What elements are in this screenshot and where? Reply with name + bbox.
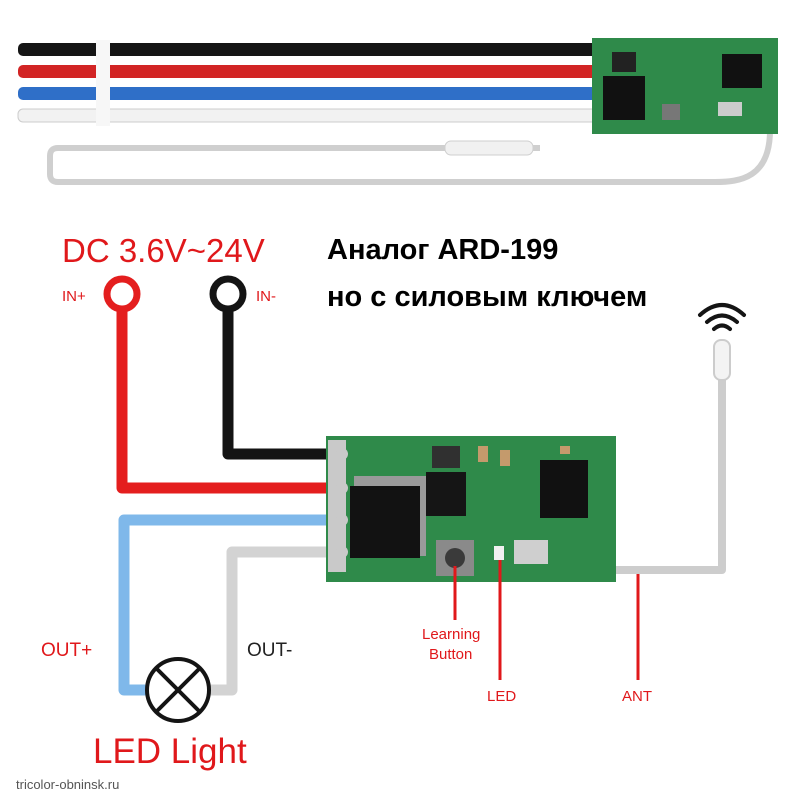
crystal xyxy=(514,540,548,564)
title-line-2: но с силовым ключем xyxy=(327,281,648,313)
mosfet-body xyxy=(350,486,420,558)
learning-label-line-1: Learning xyxy=(422,626,481,643)
title-line-1: Аналог ARD-199 xyxy=(327,234,559,266)
wire-blue xyxy=(118,514,338,696)
wire-black xyxy=(222,308,338,460)
pcb-pad-1 xyxy=(336,448,348,460)
photo-crystal xyxy=(718,102,742,116)
terminal-in-minus xyxy=(209,275,247,313)
pcb-pad-3 xyxy=(336,514,348,526)
regulator-tab xyxy=(432,446,460,468)
photo-antenna-sleeve xyxy=(444,140,534,156)
product-photo xyxy=(17,38,778,185)
schematic-wires xyxy=(116,308,731,696)
watermark: tricolor-obninsk.ru xyxy=(16,777,120,792)
photo-regulator xyxy=(612,52,636,72)
out-plus-label: OUT+ xyxy=(41,640,93,661)
component-3 xyxy=(560,446,570,454)
regulator xyxy=(426,472,466,516)
wire-antenna xyxy=(604,372,726,574)
led-pointer-label: LED xyxy=(487,688,517,705)
in-minus-label: IN- xyxy=(256,288,276,305)
in-plus-label: IN+ xyxy=(62,288,86,305)
lamp-symbol-icon xyxy=(145,657,211,723)
wifi-signal-icon xyxy=(698,303,746,331)
pointer-lines xyxy=(453,560,640,680)
led-light-label: LED Light xyxy=(93,732,247,771)
pcb-pad-4 xyxy=(336,546,348,558)
photo-wire-black xyxy=(18,43,598,56)
receiver-module xyxy=(326,436,616,582)
learning-button-cap xyxy=(445,548,465,568)
learning-label-line-2: Button xyxy=(429,646,473,663)
antenna-sleeve xyxy=(713,339,731,381)
status-led xyxy=(494,546,504,560)
photo-transistor xyxy=(603,76,645,120)
photo-insulation-gap xyxy=(96,40,110,126)
terminal-in-plus xyxy=(103,275,141,313)
out-minus-label: OUT- xyxy=(247,640,293,661)
input-terminals xyxy=(103,275,247,313)
wire-red xyxy=(116,308,338,494)
decoder-chip xyxy=(540,460,588,518)
photo-button xyxy=(662,104,680,120)
photo-wire-blue xyxy=(18,87,598,100)
wire-gray xyxy=(208,546,338,696)
component-2 xyxy=(500,450,510,466)
ant-pointer-label: ANT xyxy=(622,688,652,705)
pcb-pad-2 xyxy=(336,482,348,494)
photo-chip xyxy=(722,54,762,88)
pcb-pads xyxy=(328,440,346,572)
photo-antenna-wire xyxy=(47,129,773,185)
photo-wire-red xyxy=(18,65,598,78)
component-1 xyxy=(478,446,488,462)
power-label: DC 3.6V~24V xyxy=(62,232,265,269)
